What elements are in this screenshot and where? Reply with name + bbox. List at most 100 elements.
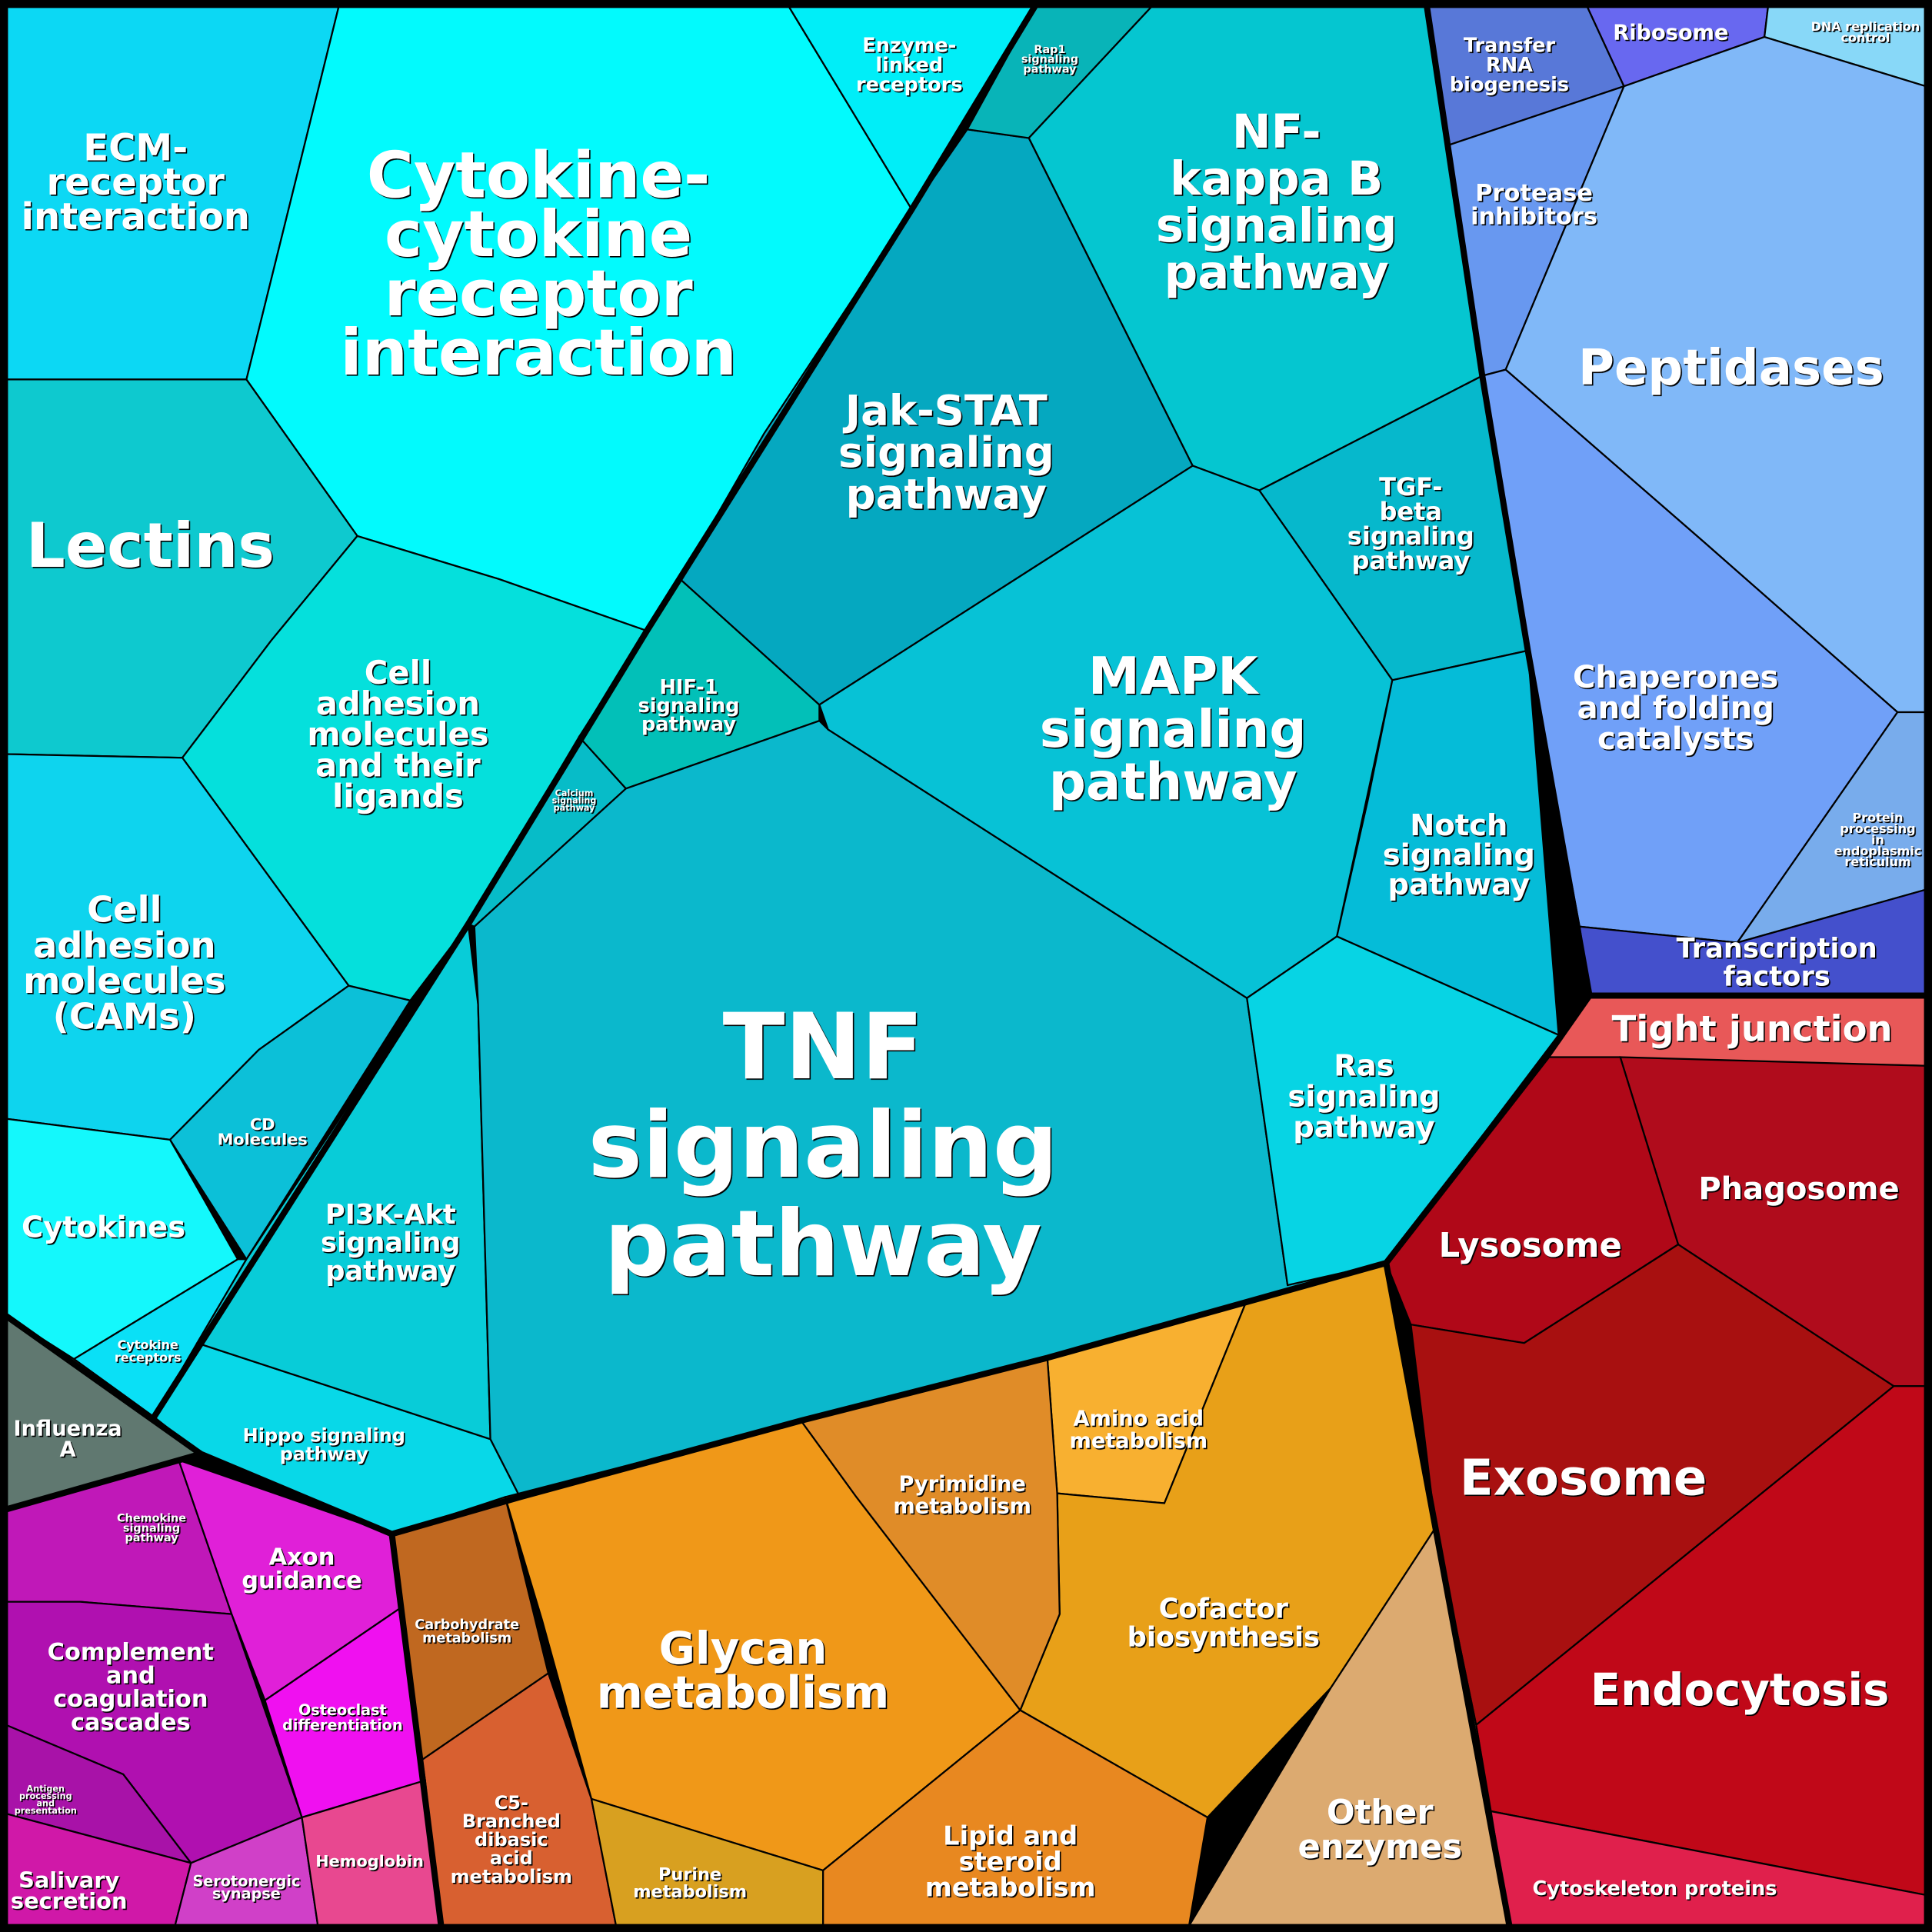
label-line: metabolism [451,1866,572,1887]
cd-molecules-cell[interactable] [168,984,412,1261]
label-line: pathway [1293,1111,1435,1145]
label-line: Transfer [1464,34,1556,57]
label-line: Exosome [1460,1450,1707,1507]
label-line: A [60,1438,76,1462]
label-line: metabolism [925,1873,1096,1903]
label-line: pathway [280,1443,369,1464]
label-line: Cytokines [22,1210,185,1244]
label-line: Glycan [659,1622,828,1674]
label-line: signaling [1040,699,1307,759]
label-line: Hippo signaling [243,1424,405,1446]
lectins-label: Lectins [26,510,275,581]
label-line: metabolism [1069,1429,1208,1453]
lipid-and-steroid-metabolism-cell[interactable] [822,1709,1209,1927]
label-line: Cell [87,888,162,930]
label-line: acid [490,1847,533,1869]
label-line: Lipid and [943,1820,1078,1850]
label-line: Cytoskeleton proteins [1533,1877,1777,1900]
label-line: biogenesis [1450,74,1569,97]
label-line: pathway [1164,245,1389,300]
label-line: inhibitors [1471,204,1597,231]
label-line: beta [1380,497,1443,526]
label-line: Enzyme- [862,34,956,57]
label-line: MAPK [1088,646,1260,706]
label-line: and [106,1662,155,1689]
label-line: ligands [332,777,464,814]
label-line: Lysosome [1439,1227,1622,1265]
label-line: signaling [123,1522,180,1534]
label-line: and [36,1799,55,1809]
label-line: receptor [384,256,692,331]
label-line: signaling [1021,54,1078,66]
label-line: signaling [1383,838,1535,873]
label-line: Phagosome [1698,1171,1899,1207]
label-line: Complement [48,1639,214,1666]
label-line: Hemoglobin [315,1852,424,1870]
label-line: Cytokine [118,1337,178,1352]
label-line: Cofactor [1159,1593,1289,1624]
label-line: dibasic [475,1829,548,1850]
label-line: control [1841,30,1890,45]
pi3k-akt-signaling-pathway-cell[interactable] [195,921,491,1441]
label-line: factors [1723,961,1830,993]
label-line: Ras [1334,1049,1394,1084]
label-line: Rap1 [1034,44,1065,56]
label-line: ECM- [83,126,188,169]
label-line: RNA [1486,54,1533,77]
cytoskeleton-proteins-label: Cytoskeleton proteins [1533,1877,1777,1900]
label-line: Lectins [26,510,275,581]
label-line: Other [1327,1794,1434,1832]
label-line: Salivary [18,1867,119,1893]
endocytosis-label: Endocytosis [1591,1664,1890,1716]
label-line: DNA replication [1811,19,1920,34]
label-line: adhesion [33,924,216,966]
phagosome-label: Phagosome [1698,1171,1899,1207]
label-line: processing [1840,821,1915,836]
mapk-signaling-pathway-cell[interactable] [818,465,1394,999]
label-line: pathway [1023,64,1077,76]
label-line: linked [875,54,943,77]
lysosome-label: Lysosome [1439,1227,1622,1265]
label-line: metabolism [422,1631,511,1647]
label-line: Chemokine [117,1513,186,1525]
label-line: guidance [242,1567,362,1594]
label-line: signaling [1156,198,1397,253]
label-line: Ribosome [1613,21,1728,45]
label-line: Chaperones [1573,660,1779,695]
label-line: Protease [1475,180,1593,207]
label-line: interaction [21,195,249,238]
label-line: differentiation [282,1716,403,1734]
label-line: pathway [641,713,736,736]
label-line: Transcription [1677,933,1877,964]
label-line: pathway [605,1191,1042,1297]
cytokines-label: Cytokines [22,1210,185,1244]
label-line: and their [315,746,481,784]
hemoglobin-label: Hemoglobin [315,1852,424,1870]
label-line: presentation [15,1806,77,1816]
label-line: Notch [1410,808,1507,843]
label-line: coagulation [53,1686,208,1713]
